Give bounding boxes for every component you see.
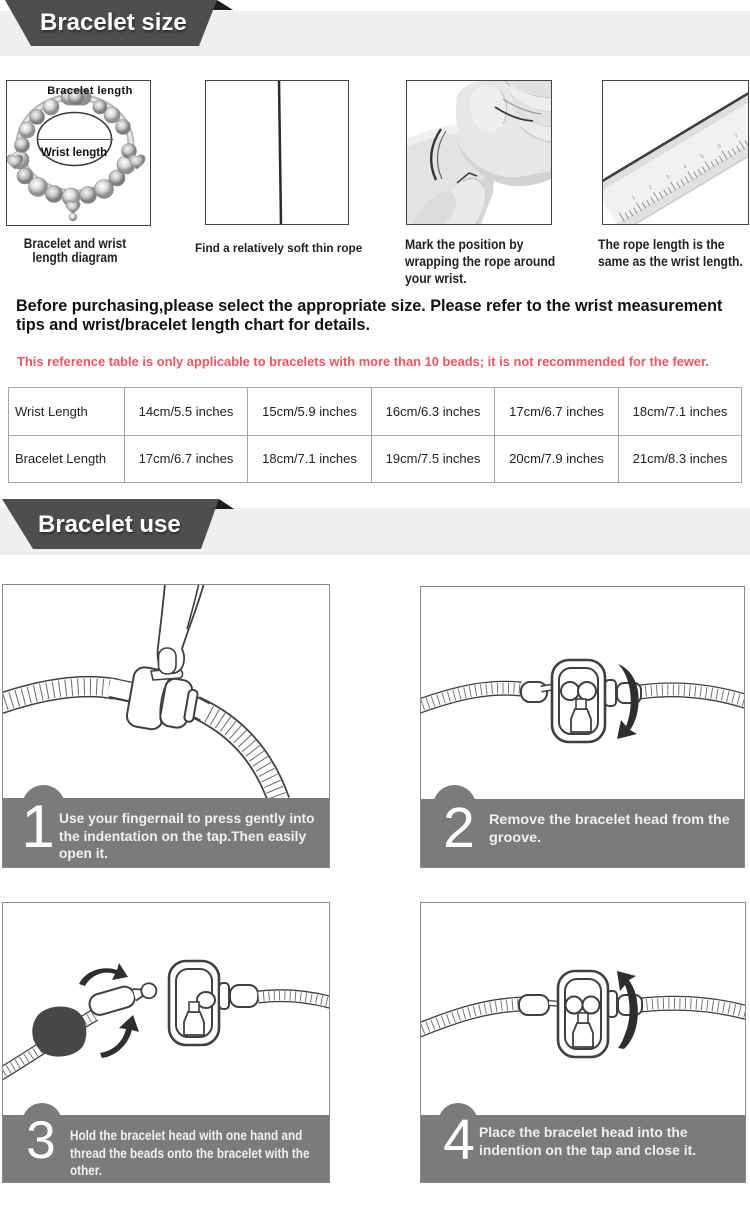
svg-text:6: 6	[717, 143, 723, 150]
svg-text:2: 2	[648, 185, 654, 192]
svg-text:Bracelet length: Bracelet length	[47, 85, 132, 97]
svg-text:3: 3	[665, 174, 671, 181]
svg-text:5: 5	[700, 154, 706, 161]
svg-text:4: 4	[682, 164, 688, 171]
svg-text:Wrist length: Wrist length	[41, 147, 107, 159]
svg-text:7: 7	[734, 133, 740, 140]
svg-text:1: 1	[631, 195, 637, 202]
